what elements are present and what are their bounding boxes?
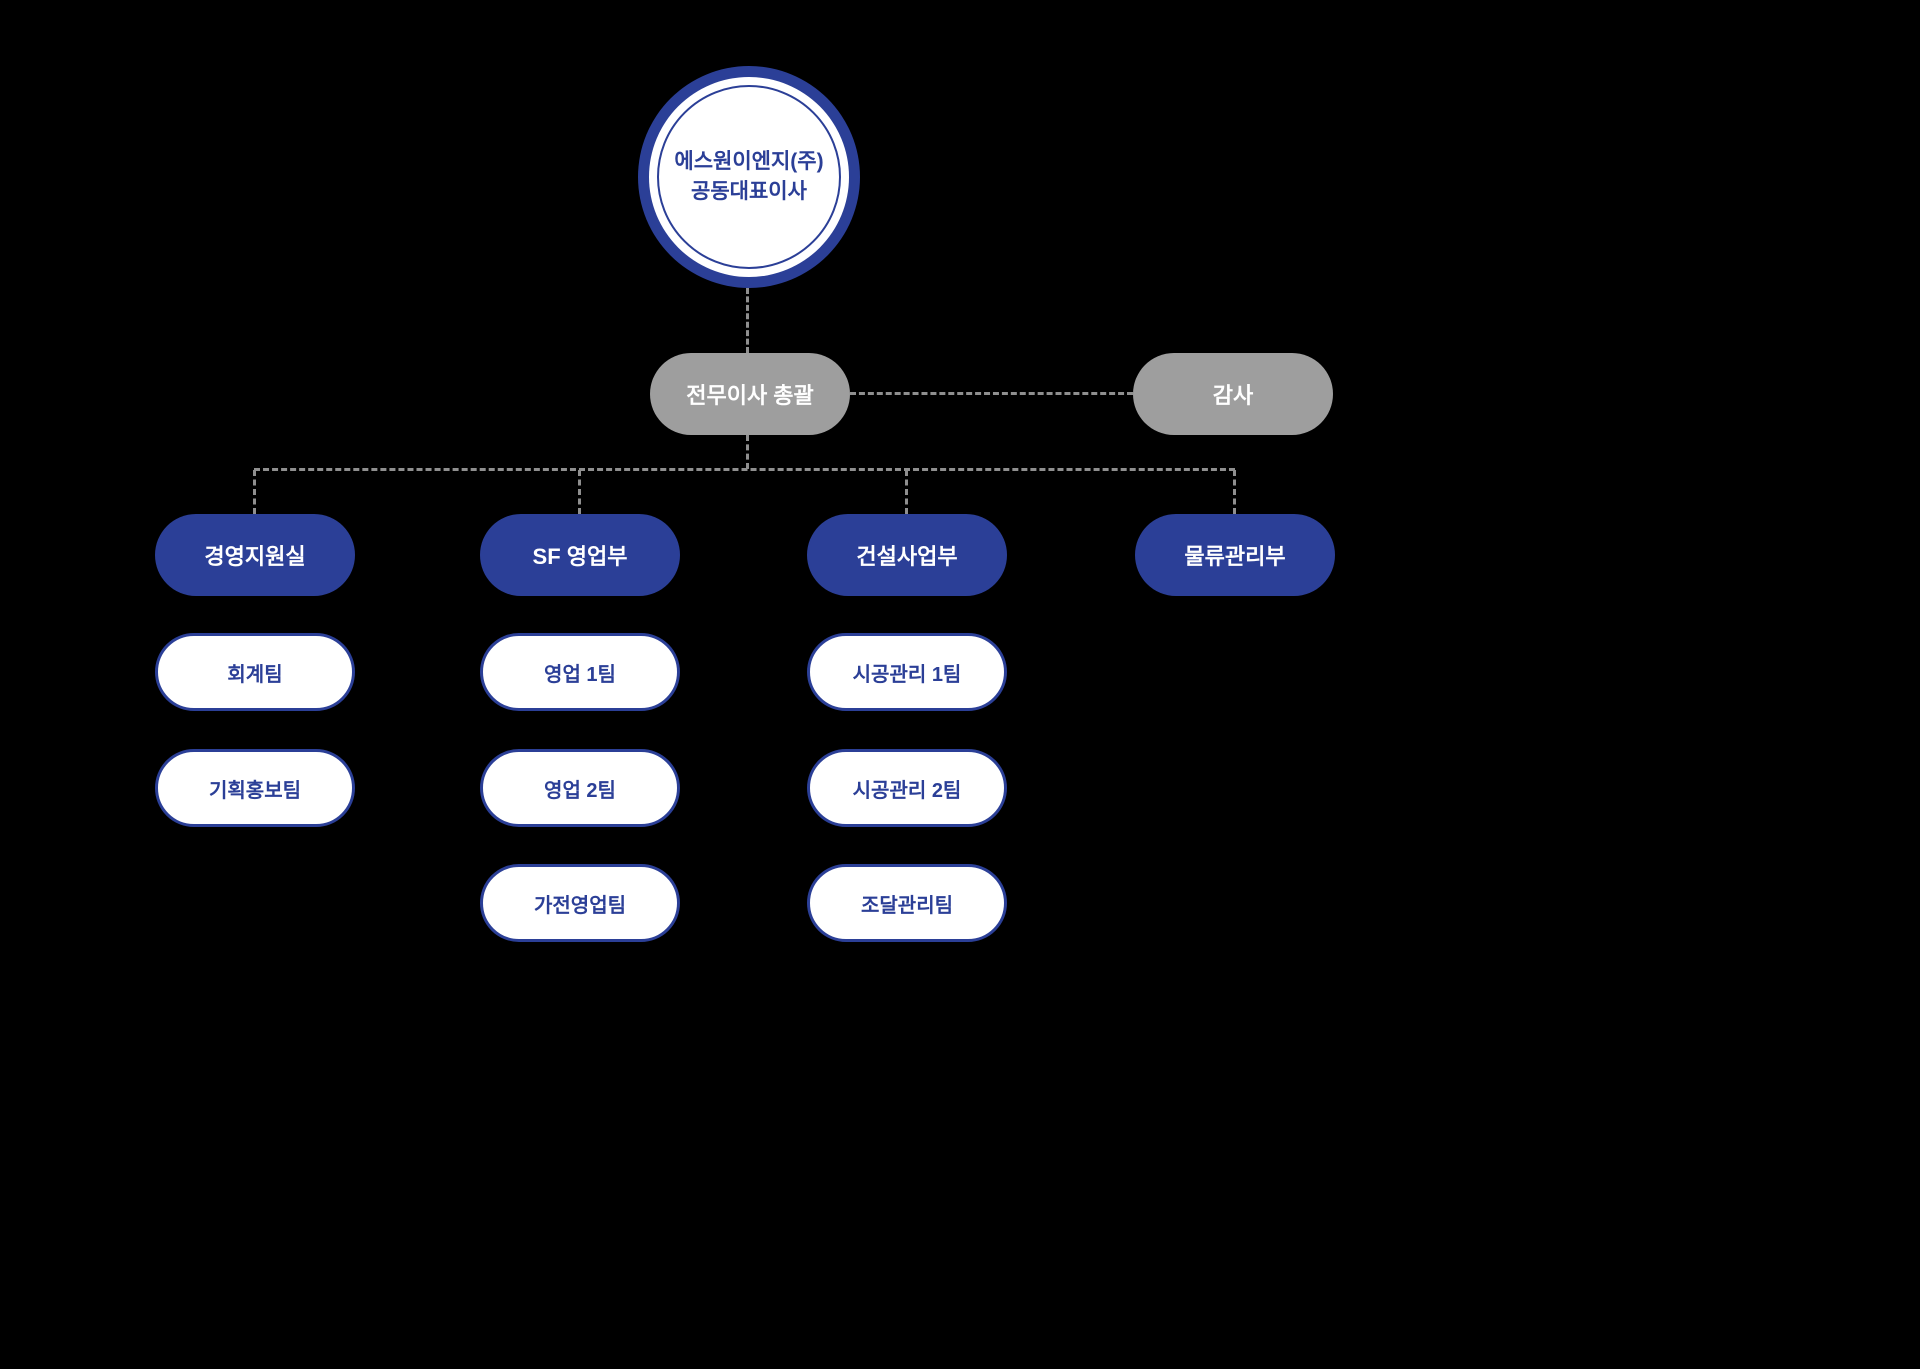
team-label: 회계팀	[227, 663, 283, 686]
dept-node-construction: 건설사업부	[807, 514, 1007, 596]
team-node-procurement: 조달관리팀	[807, 864, 1007, 942]
dept-label: 경영지원실	[204, 544, 306, 569]
connector-distribution-bar	[254, 468, 1235, 471]
dept-label: SF 영업부	[532, 544, 628, 569]
team-label: 기획홍보팀	[209, 779, 301, 802]
dept-label: 건설사업부	[856, 544, 958, 569]
team-node-construction-mgmt-1: 시공관리 1팀	[807, 633, 1007, 711]
team-node-construction-mgmt-2: 시공관리 2팀	[807, 749, 1007, 827]
connector-drop-management-support	[253, 470, 256, 514]
connector-executive-down	[746, 435, 749, 469]
connector-executive-to-auditor	[850, 392, 1133, 395]
auditor-node: 감사	[1133, 353, 1333, 435]
team-node-planning-pr: 기획홍보팀	[155, 749, 355, 827]
connector-drop-sf-sales	[578, 470, 581, 514]
team-label: 시공관리 1팀	[852, 663, 962, 686]
connector-drop-logistics	[1233, 470, 1236, 514]
team-label: 조달관리팀	[861, 894, 953, 917]
dept-node-sf-sales: SF 영업부	[480, 514, 680, 596]
executive-label: 전무이사 총괄	[686, 383, 814, 408]
root-node-label: 에스원이엔지(주) 공동대표이사	[657, 85, 841, 269]
team-node-sales-2: 영업 2팀	[480, 749, 680, 827]
team-node-sales-1: 영업 1팀	[480, 633, 680, 711]
executive-node: 전무이사 총괄	[650, 353, 850, 435]
team-node-accounting: 회계팀	[155, 633, 355, 711]
team-label: 가전영업팀	[534, 894, 626, 917]
root-node-company: 에스원이엔지(주)	[674, 149, 824, 173]
auditor-label: 감사	[1212, 383, 1254, 408]
dept-node-logistics: 물류관리부	[1135, 514, 1335, 596]
dept-label: 물류관리부	[1184, 544, 1286, 569]
team-label: 시공관리 2팀	[852, 779, 962, 802]
team-node-appliance-sales: 가전영업팀	[480, 864, 680, 942]
dept-node-management-support: 경영지원실	[155, 514, 355, 596]
root-node-ceo: 에스원이엔지(주) 공동대표이사	[638, 66, 860, 288]
connector-drop-construction	[905, 470, 908, 514]
connector-root-to-executive	[746, 288, 749, 353]
team-label: 영업 1팀	[544, 663, 616, 686]
root-node-title: 공동대표이사	[691, 180, 807, 203]
team-label: 영업 2팀	[544, 779, 616, 802]
